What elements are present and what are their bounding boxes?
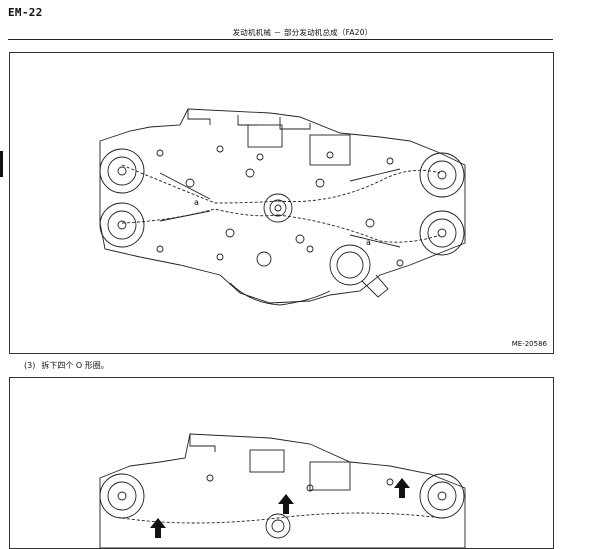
callout-a-left: a	[194, 198, 199, 207]
figure-id: ME-20586	[511, 340, 547, 348]
figure-o-ring-removal	[9, 377, 554, 549]
engine-illustration: a a	[99, 108, 466, 306]
section-side-tab	[0, 151, 3, 177]
page-number: EM-22	[8, 6, 43, 19]
step-instruction: (3) 拆下四个 O 形圈。	[24, 360, 115, 371]
step-number: (3)	[24, 361, 36, 370]
callout-a-right: a	[366, 238, 371, 247]
header-rule	[8, 39, 553, 40]
engine-illustration-2	[99, 433, 466, 548]
figure-engine-timing-chain: a a ME-20586	[9, 52, 554, 354]
step-text: 拆下四个 O 形圈。	[41, 361, 109, 370]
section-title: 发动机机械 － 部分发动机总成（FA20）	[232, 28, 373, 37]
